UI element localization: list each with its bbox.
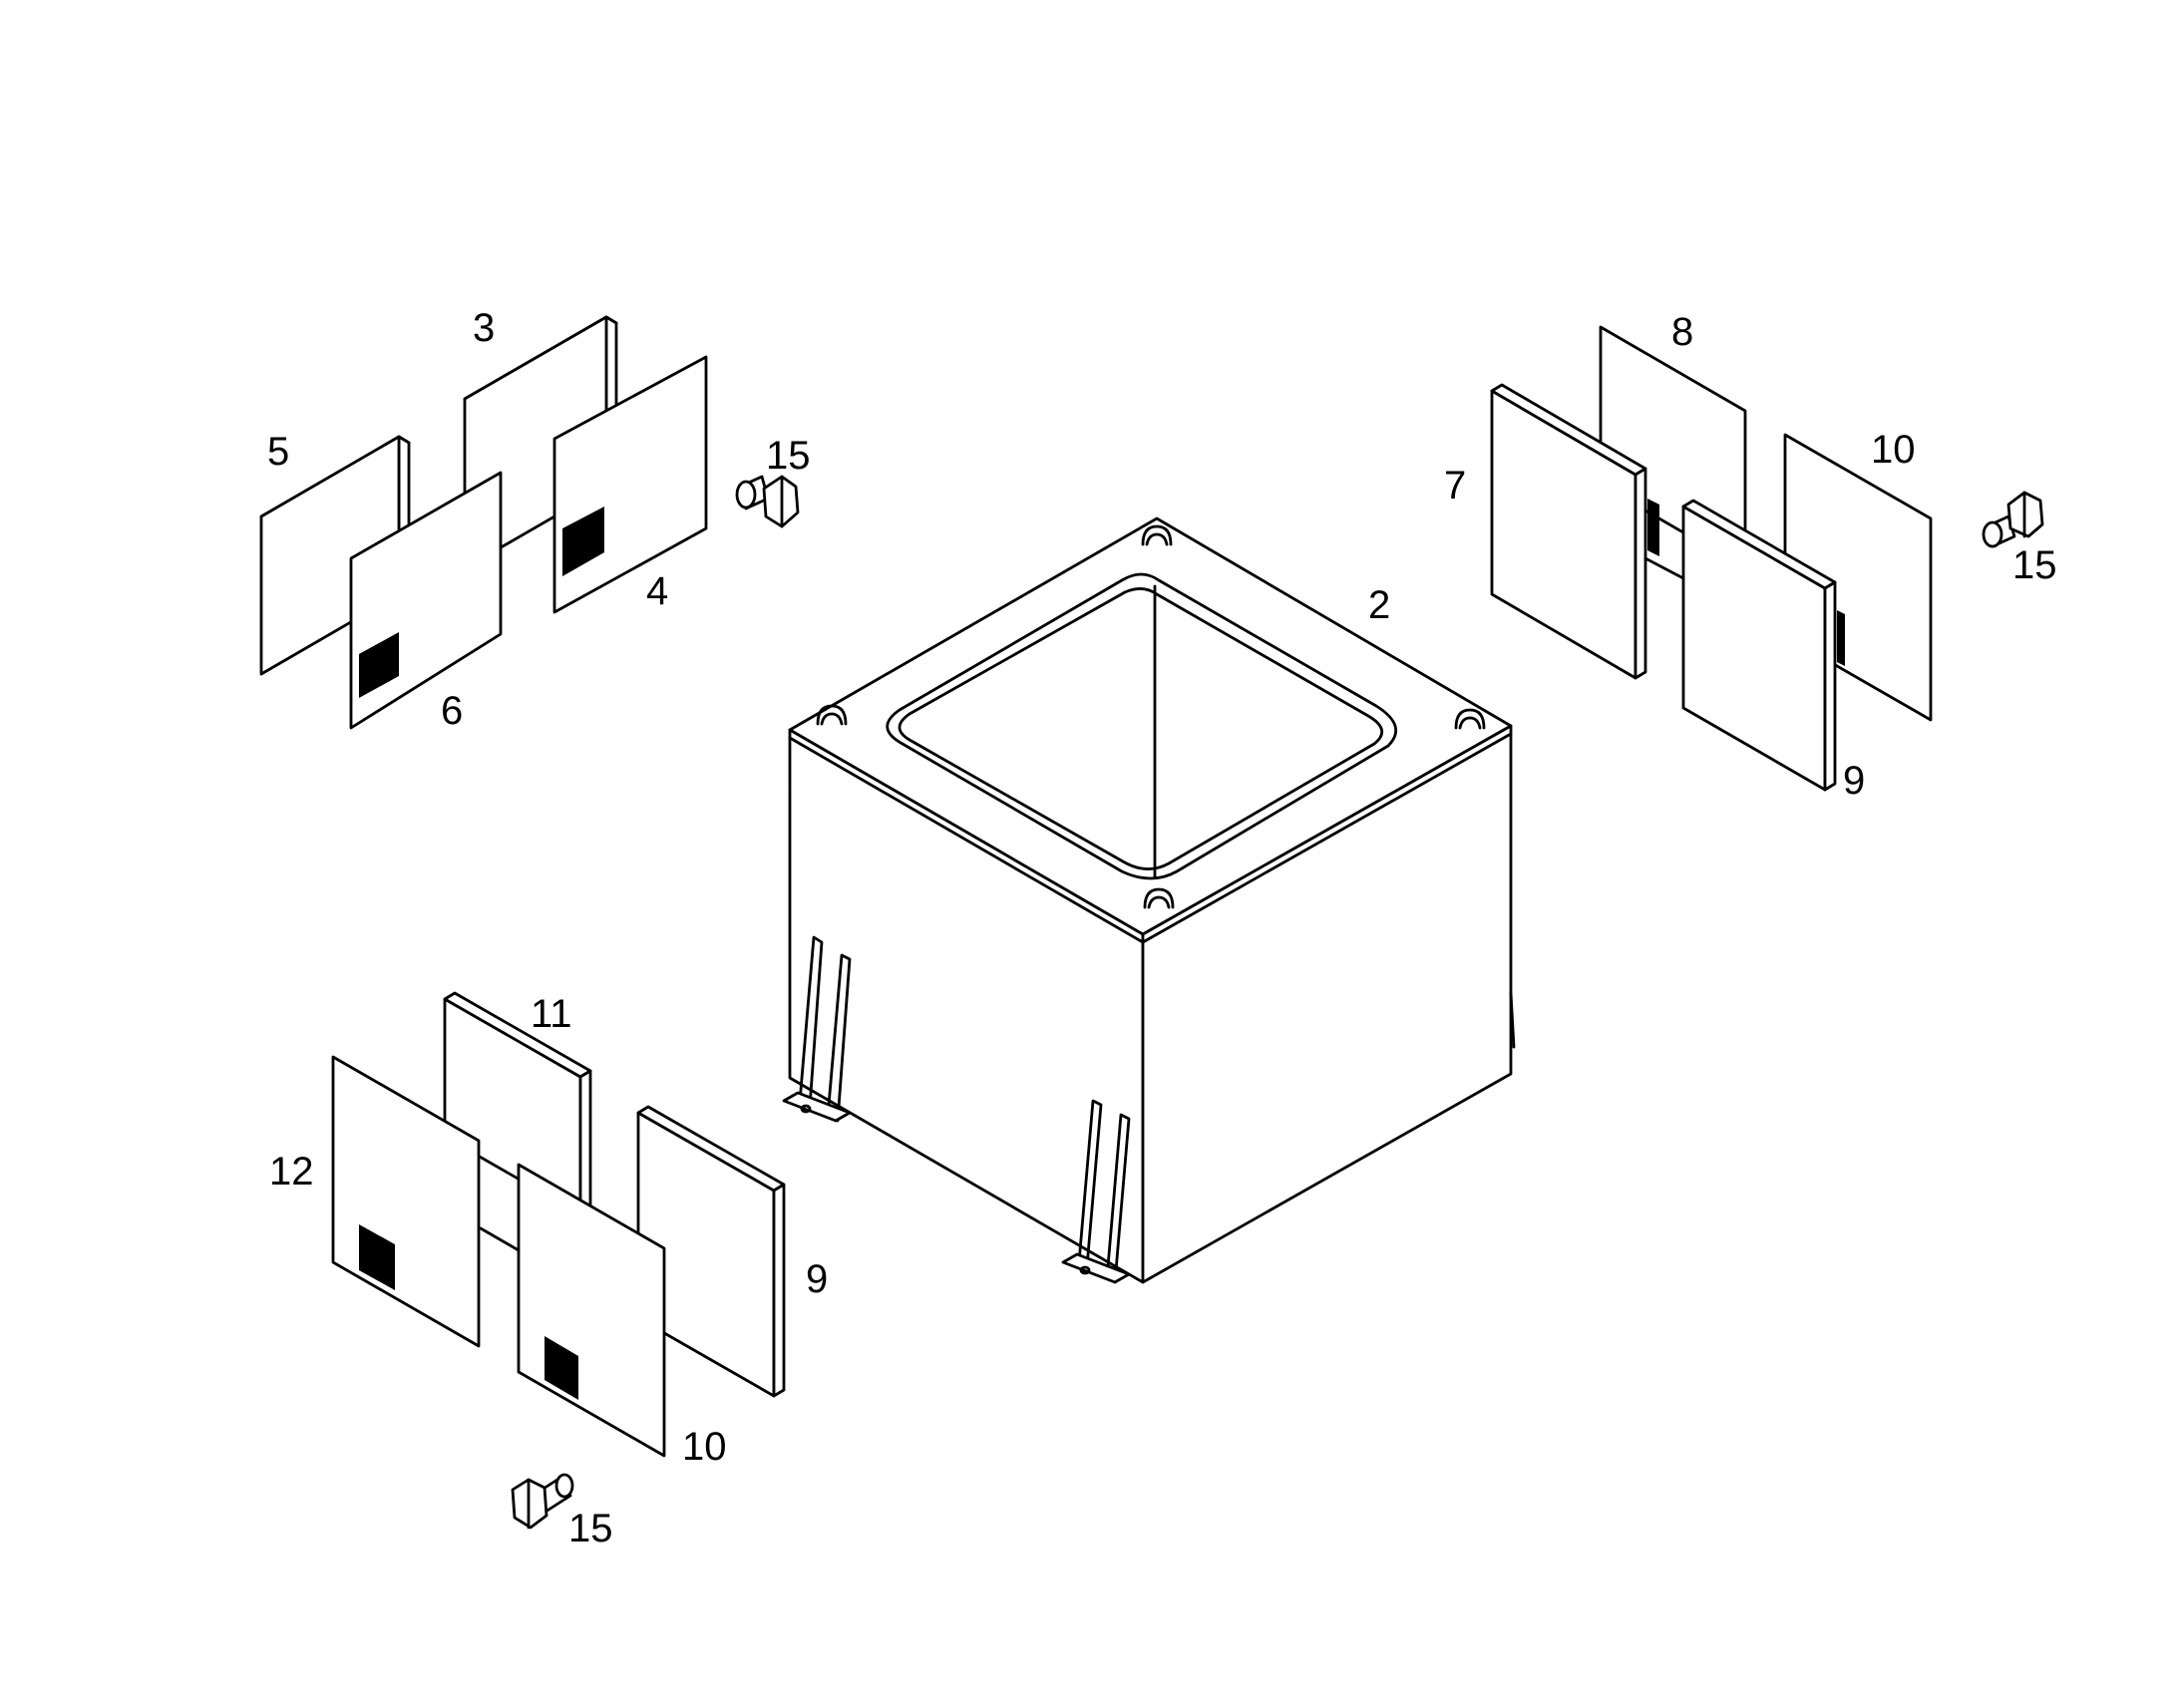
callout-panel-9-bottom: 9: [806, 1257, 828, 1301]
callout-sheet-10-right: 10: [1871, 428, 1916, 472]
callout-panel-3: 3: [473, 306, 495, 350]
housing-right-face: [1141, 724, 1513, 1284]
callout-sheet-8: 8: [1671, 310, 1693, 354]
housing-top-opening: [886, 572, 1398, 880]
panel-11[interactable]: [443, 991, 592, 1216]
callout-panel-7: 7: [1444, 464, 1466, 508]
hatch-label: [1647, 499, 1659, 556]
callout-panel-11: 11: [531, 992, 572, 1036]
panel-7[interactable]: [1490, 383, 1647, 680]
sheet-6[interactable]: [349, 471, 503, 730]
callout-sheet-6: 6: [441, 689, 463, 733]
callout-sheet-4: 4: [646, 569, 668, 613]
sheet-4[interactable]: [552, 355, 708, 614]
bolt-icon[interactable]: [1982, 491, 2044, 548]
sheet-10-bottom[interactable]: [517, 1163, 666, 1458]
hatch-label: [359, 1224, 395, 1290]
panel-9-right[interactable]: [1681, 499, 1837, 792]
support-foot-left: [782, 935, 852, 1123]
callout-bolt-bottom: 15: [568, 1507, 613, 1550]
callout-panel-5: 5: [267, 430, 289, 474]
support-foot-right: [1061, 1099, 1131, 1284]
callout-panel-9-right: 9: [1843, 759, 1865, 803]
callout-bolt-top: 15: [766, 434, 811, 478]
hatch-label: [545, 1336, 578, 1400]
bolt-icon[interactable]: [735, 475, 800, 528]
callout-bolt-right: 15: [2012, 543, 2057, 587]
callout-sheet-10-bottom: 10: [682, 1425, 727, 1469]
hatch-label: [359, 632, 399, 698]
hatch-label: [1837, 610, 1845, 666]
bolt-icon[interactable]: [511, 1473, 574, 1530]
panel-9-bottom[interactable]: [636, 1105, 786, 1398]
hatch-label: [562, 507, 604, 576]
callout-housing: 2: [1368, 583, 1390, 627]
callout-sheet-12: 12: [269, 1150, 314, 1194]
sheet-12[interactable]: [331, 1055, 481, 1348]
housing-box[interactable]: [782, 516, 1516, 1284]
lifting-eye-icon: [816, 524, 1486, 909]
